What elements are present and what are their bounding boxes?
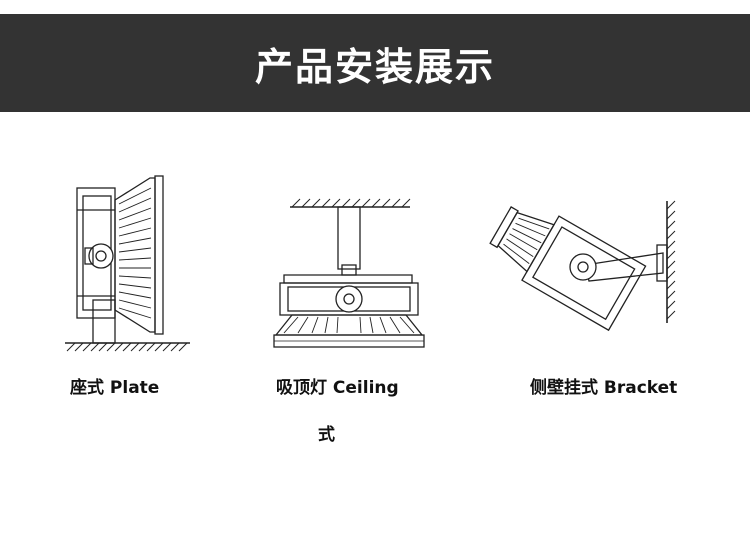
plate-mount-illustration — [55, 170, 195, 355]
header-banner: 产品安装展示 — [0, 14, 750, 112]
bracket-mount-illustration — [485, 195, 690, 360]
page-title: 产品安装展示 — [254, 44, 495, 89]
ceiling-caption-line2: 式 — [318, 425, 335, 445]
bracket-caption: 侧壁挂式 Bracket — [530, 378, 678, 398]
ceiling-mount-illustration — [262, 195, 432, 360]
plate-caption: 座式 Plate — [70, 378, 160, 398]
ceiling-caption: 吸顶灯 Ceiling — [276, 378, 399, 398]
